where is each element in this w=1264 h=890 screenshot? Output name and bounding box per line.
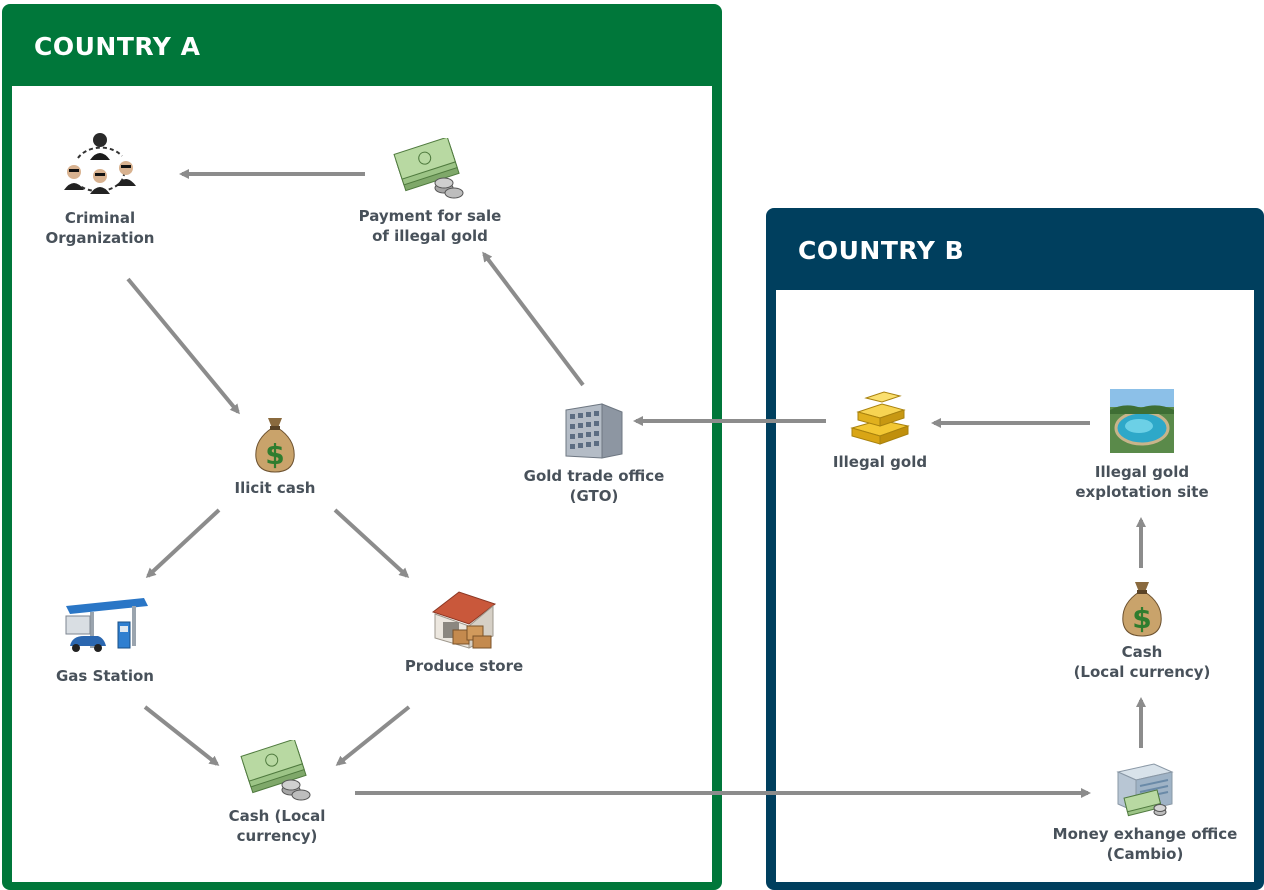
node-produce-store: Produce store [394, 588, 534, 676]
gold-bars-icon [850, 391, 910, 445]
svg-text:$: $ [1132, 602, 1151, 635]
country-b-title: COUNTRY B [798, 236, 965, 265]
mining-site-icon [1110, 389, 1174, 453]
node-money-exchange: Money exhange office (Cambio) [1050, 758, 1240, 864]
node-illegal-gold-label: Illegal gold [832, 453, 928, 471]
office-building-icon [565, 403, 623, 459]
country-a-title: COUNTRY A [34, 32, 201, 61]
money-bag-icon: $ [255, 418, 295, 473]
country-b-body [776, 290, 1254, 882]
country-b-panel: COUNTRY B [766, 208, 1264, 890]
arrow-produce-to-cash [335, 705, 411, 766]
node-gas-station: Gas Station [40, 596, 170, 686]
arrow-criminal-to-cash [126, 277, 240, 415]
node-criminal-organization-label: Criminal Organization [45, 209, 155, 247]
arrow-cash-to-gas [145, 508, 221, 579]
node-exploitation-site-label: Illegal gold explotation site [1075, 463, 1209, 501]
node-money-exchange-label: Money exhange office (Cambio) [1052, 825, 1238, 863]
money-stack-icon [240, 740, 311, 801]
arrow-gas-to-cash [143, 705, 220, 766]
arrow-gto-to-payment [482, 251, 585, 387]
node-illegal-gold: Illegal gold [820, 390, 940, 472]
node-gto-label: Gold trade office (GTO) [523, 467, 665, 505]
node-cash-local-a: Cash (Local currency) [210, 740, 344, 846]
node-criminal-organization: Criminal Organization [30, 128, 170, 248]
node-payment-label: Payment for sale of illegal gold [358, 207, 502, 245]
warehouse-icon [431, 591, 497, 649]
money-bag-icon: $ [1122, 582, 1162, 637]
node-gto: Gold trade office (GTO) [514, 400, 674, 506]
node-illicit-cash-label: Ilicit cash [234, 479, 316, 497]
exchange-office-icon [1116, 763, 1174, 817]
criminal-group-icon [64, 133, 136, 194]
node-cash-local-a-label: Cash (Local currency) [228, 807, 326, 845]
node-illicit-cash: $ Ilicit cash [215, 414, 335, 498]
node-produce-store-label: Produce store [404, 657, 524, 675]
arrow-cash-to-produce [333, 508, 410, 579]
gas-station-icon [65, 598, 148, 652]
node-gas-station-label: Gas Station [56, 667, 154, 685]
node-payment: Payment for sale of illegal gold [350, 138, 510, 246]
country-a-body [12, 86, 712, 882]
node-cash-local-b: $ Cash (Local currency) [1066, 578, 1218, 682]
money-stack-icon [393, 138, 464, 199]
node-exploitation-site: Illegal gold explotation site [1066, 388, 1218, 502]
svg-text:$: $ [265, 438, 284, 471]
node-cash-local-b-label: Cash (Local currency) [1073, 643, 1211, 681]
